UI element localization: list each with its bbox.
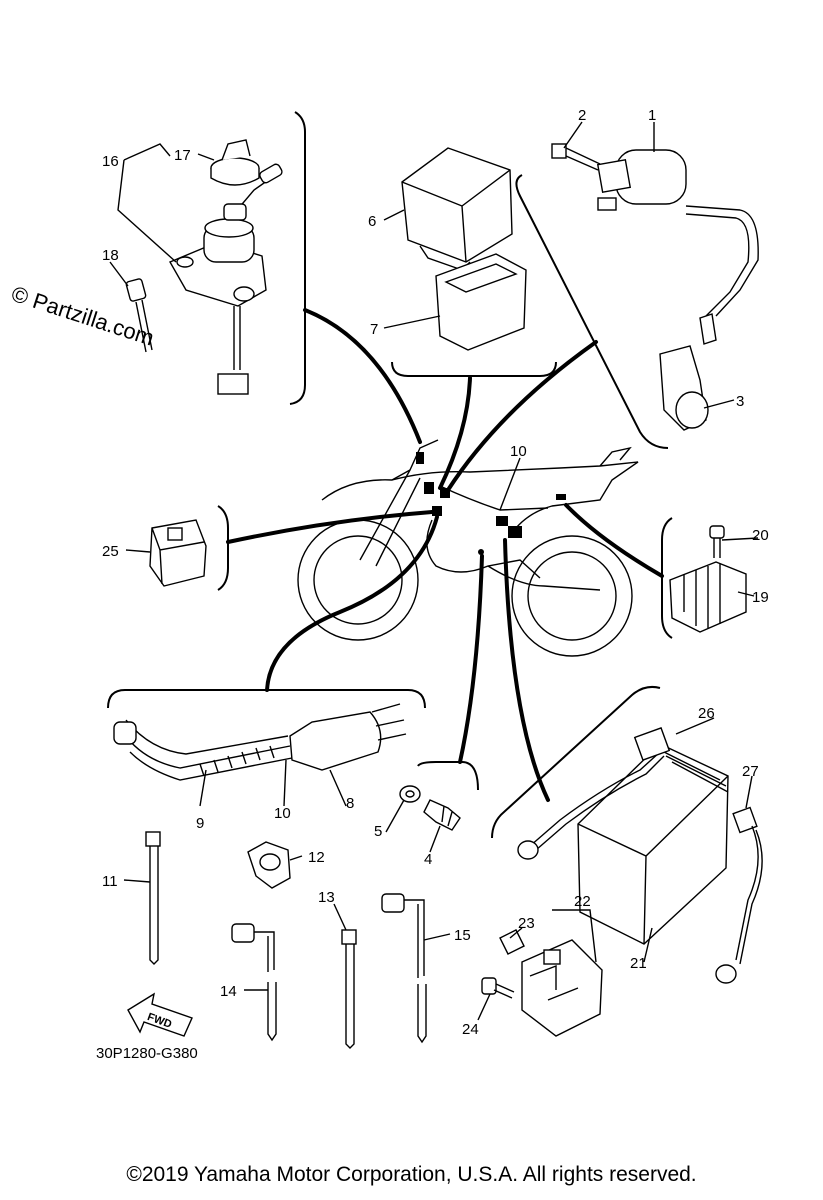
callout-20: 20 [752,527,769,544]
relay-bolt [481,977,515,999]
battery [577,743,729,945]
callout-14: 14 [220,983,237,1000]
bracket-wire-harness [107,689,426,709]
leader-coil [446,340,598,492]
callout-1: 1 [648,107,656,124]
bracket-battery [491,685,661,839]
band-holder-long [381,893,427,1044]
fwd-arrow-icon: FWD [127,992,193,1037]
cdi-unit [401,147,513,271]
battery-lead-positive [517,727,671,860]
relay [149,519,207,587]
callout-4: 4 [424,851,432,868]
starter-relay [521,939,603,1037]
cable-tie-long [145,831,161,965]
leader-ignition-switch [303,308,422,444]
callout-13: 13 [318,889,335,906]
fuse [499,929,525,955]
band-holder-short [231,923,277,1042]
callout-11: 11 [102,873,118,890]
motorcycle-outline [297,439,639,657]
neutral-switch [399,785,461,831]
copyright-notice: ©2019 Yamaha Motor Corporation, U.S.A. A… [126,1163,697,1186]
callout-16: 16 [102,153,119,170]
battery-lead-negative [715,806,763,984]
bracket-rectifier [661,517,673,639]
cable-tie-short [341,929,357,1049]
main-switch-assembly [168,163,283,395]
callout-26: 26 [698,705,715,722]
spark-plug-cap [659,313,717,431]
callout-5: 5 [374,823,382,840]
callout-25: 25 [102,543,119,560]
rectifier-bolt [709,525,725,558]
bracket-neutral-switch [417,761,479,791]
callout-7: 7 [370,321,378,338]
callout-15: 15 [454,927,471,944]
leader-relay [226,510,434,544]
callout-19: 19 [752,589,769,606]
callout-21: 21 [630,955,647,972]
diagram-code: 30P1280-G380 [96,1045,198,1062]
callout-8: 8 [346,795,354,812]
callout-17: 17 [174,147,191,164]
callout-2: 2 [578,107,586,124]
coil-bolt [551,143,601,171]
callout-23: 23 [518,915,535,932]
callout-3: 3 [736,393,744,410]
callout-24: 24 [462,1021,479,1038]
rectifier-regulator [669,561,747,633]
lock-cap [210,139,260,186]
bracket-ignition-switch [289,111,306,405]
leader-neutral-switch [458,554,484,764]
bracket-ignition-coil [515,174,669,449]
key-blank [125,278,153,353]
leader-battery [503,538,550,802]
ignition-coil [596,149,759,317]
leader-rectifier [564,503,664,578]
callout-6: 6 [368,213,376,230]
callout-leaders [109,121,759,1021]
leader-cdi [438,376,472,490]
wire-harness [113,703,407,781]
bracket-cdi-unit [391,361,557,377]
callout-12: 12 [308,849,325,866]
callout-10-sleeve: 10 [274,805,291,822]
cdi-cover [435,253,527,351]
clamp [247,841,291,889]
callout-9: 9 [196,815,204,832]
callout-27: 27 [742,763,759,780]
callout-10-harness: 10 [510,443,527,460]
callout-18: 18 [102,247,119,264]
bracket-relay [217,505,229,591]
callout-22: 22 [574,893,591,910]
leader-harness [265,515,439,692]
